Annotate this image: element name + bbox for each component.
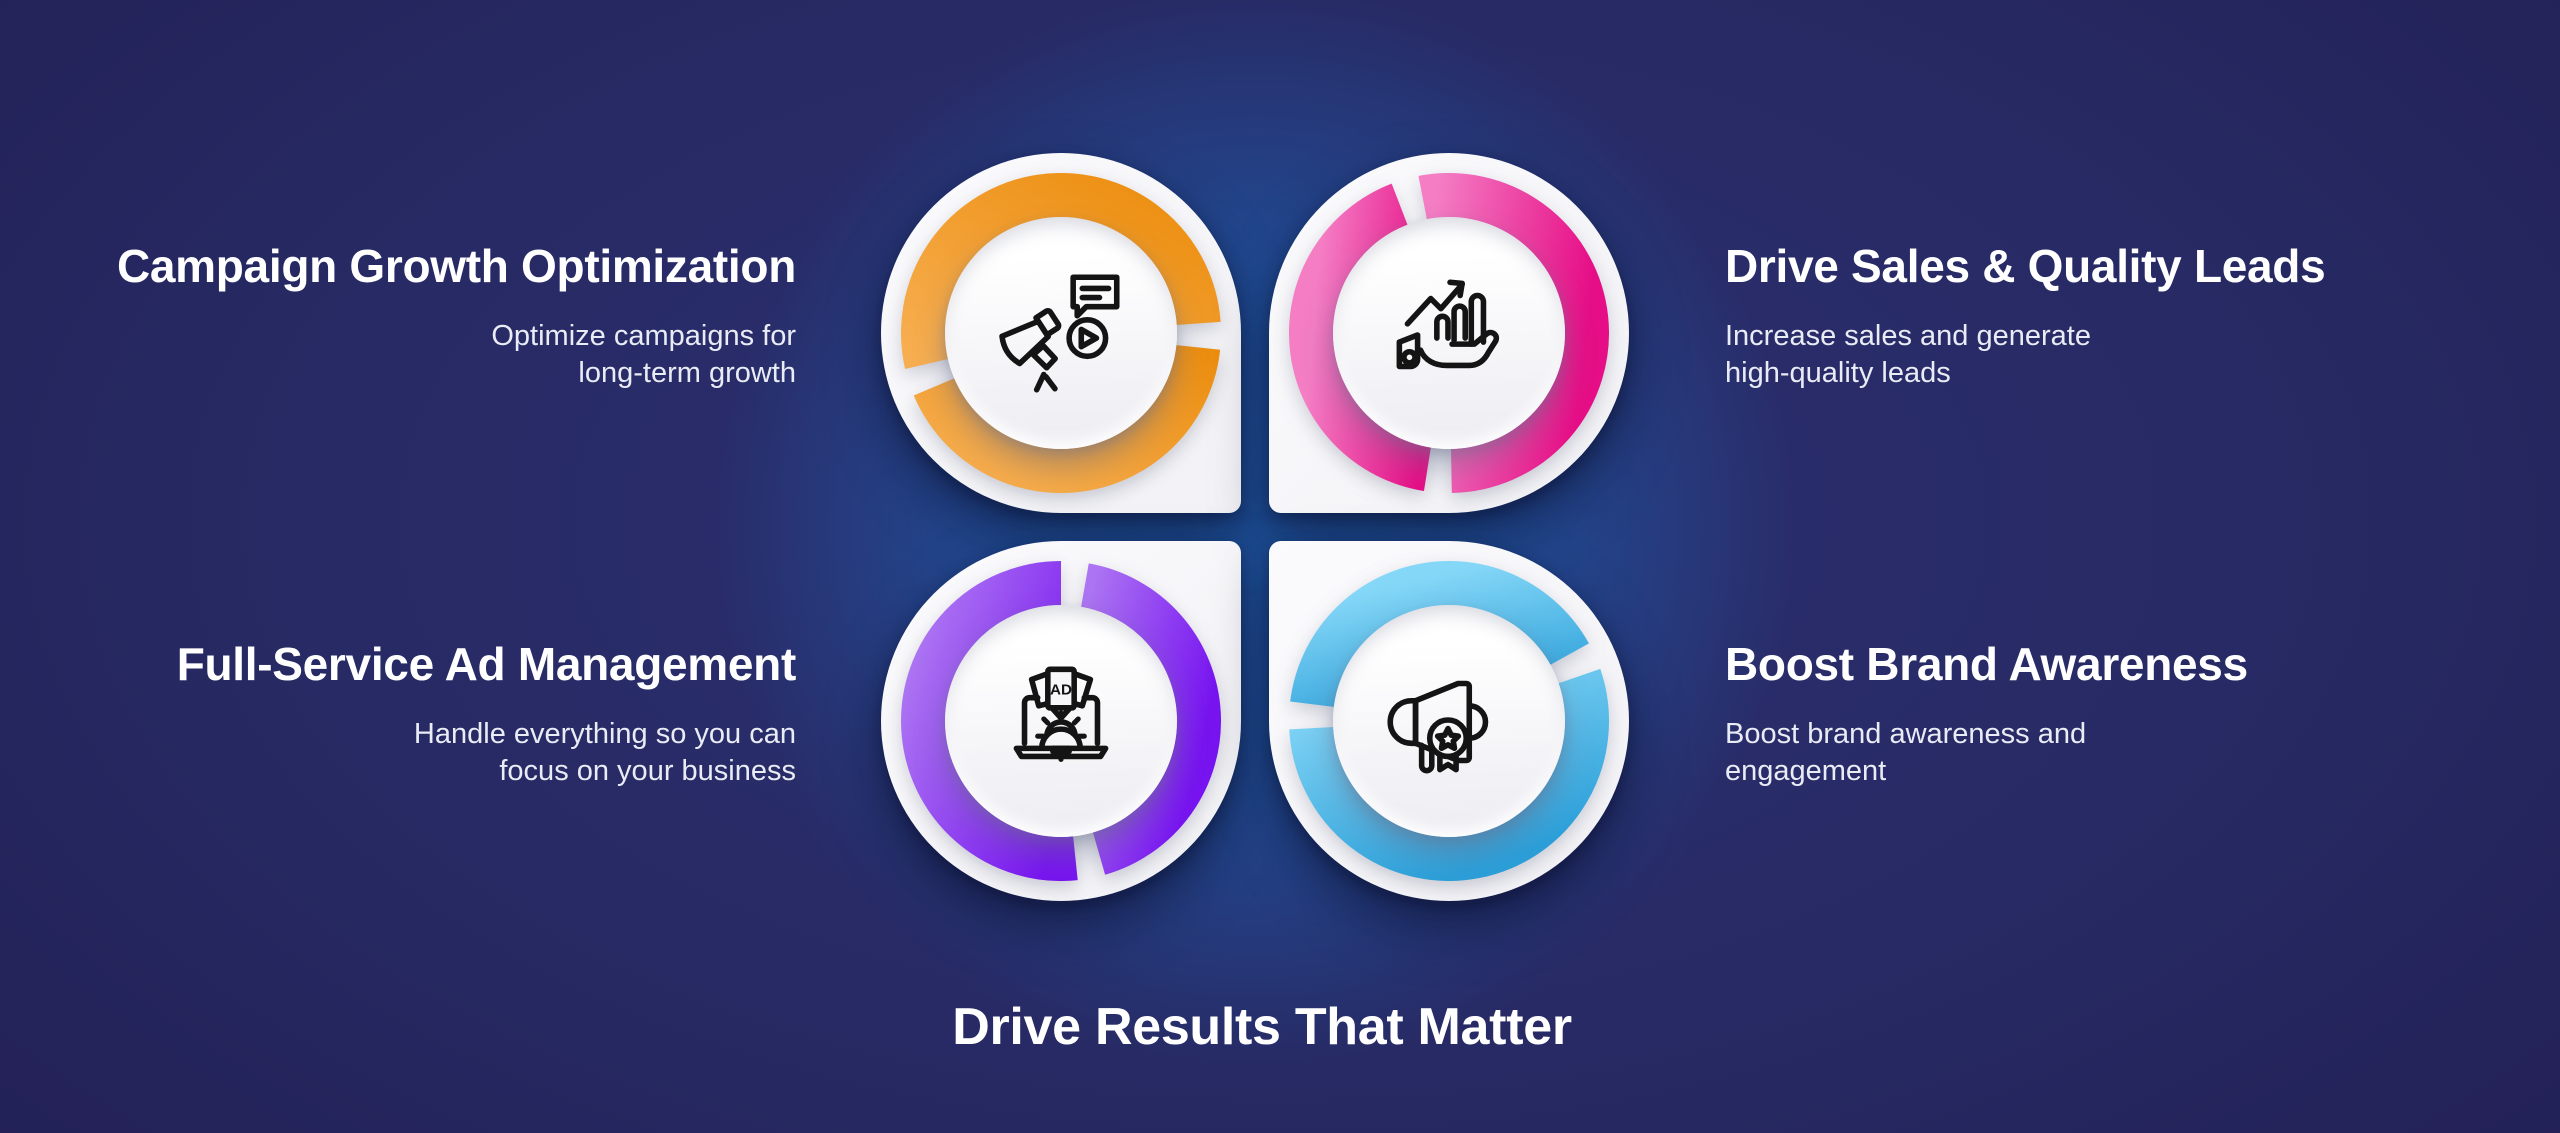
feature-desc: Increase sales and generate high-quality… — [1725, 320, 2091, 389]
feature-desc: Handle everything so you can focus on yo… — [413, 718, 796, 787]
megaphone-announcement-icon — [999, 274, 1120, 393]
svg-text:AD: AD — [1050, 682, 1072, 699]
feature-title: Drive Sales & Quality Leads — [1725, 240, 2326, 292]
feature-text-drive-sales: Drive Sales & Quality Leads Increase sal… — [1725, 238, 2425, 392]
feature-title: Campaign Growth Optimization — [116, 240, 796, 292]
quadrant-drive-sales — [1269, 153, 1629, 513]
icon-holder — [1333, 217, 1565, 449]
feature-title: Boost Brand Awareness — [1725, 638, 2248, 690]
feature-title: Full-Service Ad Management — [176, 638, 797, 690]
footer-title: Drive Results That Matter — [952, 998, 1572, 1056]
laptop-ad-management-icon: AD — [1013, 666, 1109, 763]
feature-desc: Boost brand awareness and engagement — [1725, 718, 2087, 787]
ring-campaign-growth — [901, 173, 1221, 493]
megaphone-award-icon — [1387, 680, 1489, 774]
feature-text-ad-management: Full-Service Ad Management Handle everyt… — [96, 636, 797, 790]
feature-desc: Optimize campaigns for long-term growth — [491, 320, 796, 389]
icon-holder: AD — [945, 605, 1177, 837]
ring-ad-management — [901, 561, 1221, 881]
ring-brand-awareness — [1289, 561, 1609, 881]
quadrant-brand-awareness — [1269, 541, 1629, 901]
ring-drive-sales — [1289, 173, 1609, 493]
quadrant-ad-management: AD — [881, 541, 1241, 901]
icon-holder — [1333, 605, 1565, 837]
icon-holder — [945, 217, 1177, 449]
sales-growth-hand-icon — [1396, 279, 1500, 370]
feature-text-brand-awareness: Boost Brand Awareness Boost brand awaren… — [1725, 636, 2425, 790]
quadrant-campaign-growth — [881, 153, 1241, 513]
feature-text-campaign-growth: Campaign Growth Optimization Optimize ca… — [96, 238, 796, 392]
